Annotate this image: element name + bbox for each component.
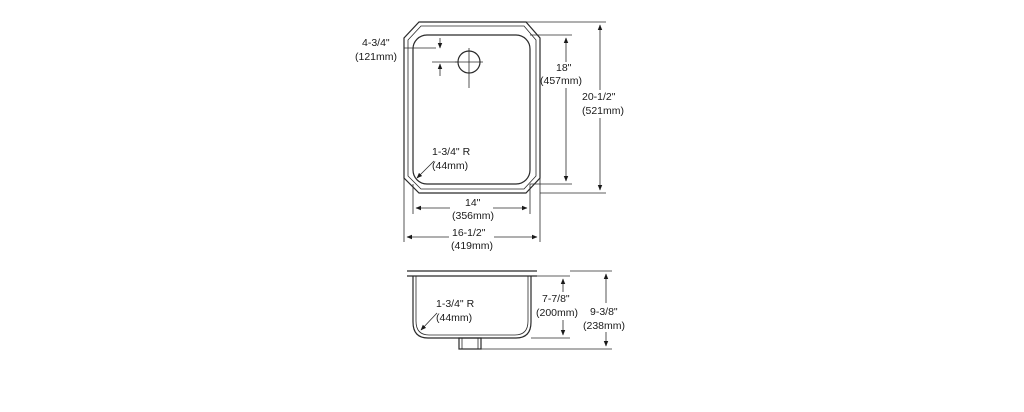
- side-view: 1-3/4" R (44mm) 7-7/8" (200mm) 9-3/8" (2…: [407, 270, 625, 350]
- drain-offset-dimension: [404, 38, 458, 76]
- bowl-depth-dimension: [531, 275, 570, 339]
- overall-length-dimension: [526, 21, 606, 194]
- corner-radius-leader: [416, 160, 435, 179]
- drain-offset-metric: (121mm): [355, 51, 397, 63]
- overall-depth-imperial: 9-3/8": [590, 306, 618, 318]
- overall-depth-metric: (238mm): [583, 320, 625, 332]
- bowl-length-imperial: 18": [556, 62, 572, 74]
- overall-depth-dimension: [481, 270, 612, 350]
- drain-offset-imperial: 4-3/4": [362, 37, 390, 49]
- sink-bowl: [412, 34, 531, 185]
- bowl-width-metric: (356mm): [452, 210, 494, 222]
- side-corner-radius-metric: (44mm): [436, 312, 472, 324]
- drain-outlet-icon: [458, 337, 482, 350]
- bowl-width-imperial: 14": [465, 197, 481, 209]
- bowl-length-dimension: [530, 34, 572, 185]
- sink-rim-inner-line: [407, 25, 537, 190]
- corner-radius-metric: (44mm): [432, 160, 468, 172]
- sink-outer-rim: [403, 21, 541, 194]
- overall-width-dimension: [403, 178, 541, 242]
- bowl-width-dimension: [412, 184, 531, 214]
- bowl-depth-imperial: 7-7/8": [542, 293, 570, 305]
- side-corner-radius-imperial: 1-3/4" R: [436, 298, 475, 310]
- top-view: 4-3/4" (121mm) 18" (457mm) 20-1/2" (521m…: [355, 21, 624, 252]
- sink-bowl-profile-inner: [415, 276, 529, 336]
- overall-length-metric: (521mm): [582, 105, 624, 117]
- overall-length-imperial: 20-1/2": [582, 91, 616, 103]
- side-corner-radius-leader: [420, 312, 438, 331]
- bowl-length-metric: (457mm): [540, 75, 582, 87]
- corner-radius-imperial: 1-3/4" R: [432, 146, 471, 158]
- bowl-depth-metric: (200mm): [536, 307, 578, 319]
- drain-icon: [455, 48, 483, 88]
- overall-width-metric: (419mm): [451, 240, 493, 252]
- overall-width-imperial: 16-1/2": [452, 227, 486, 239]
